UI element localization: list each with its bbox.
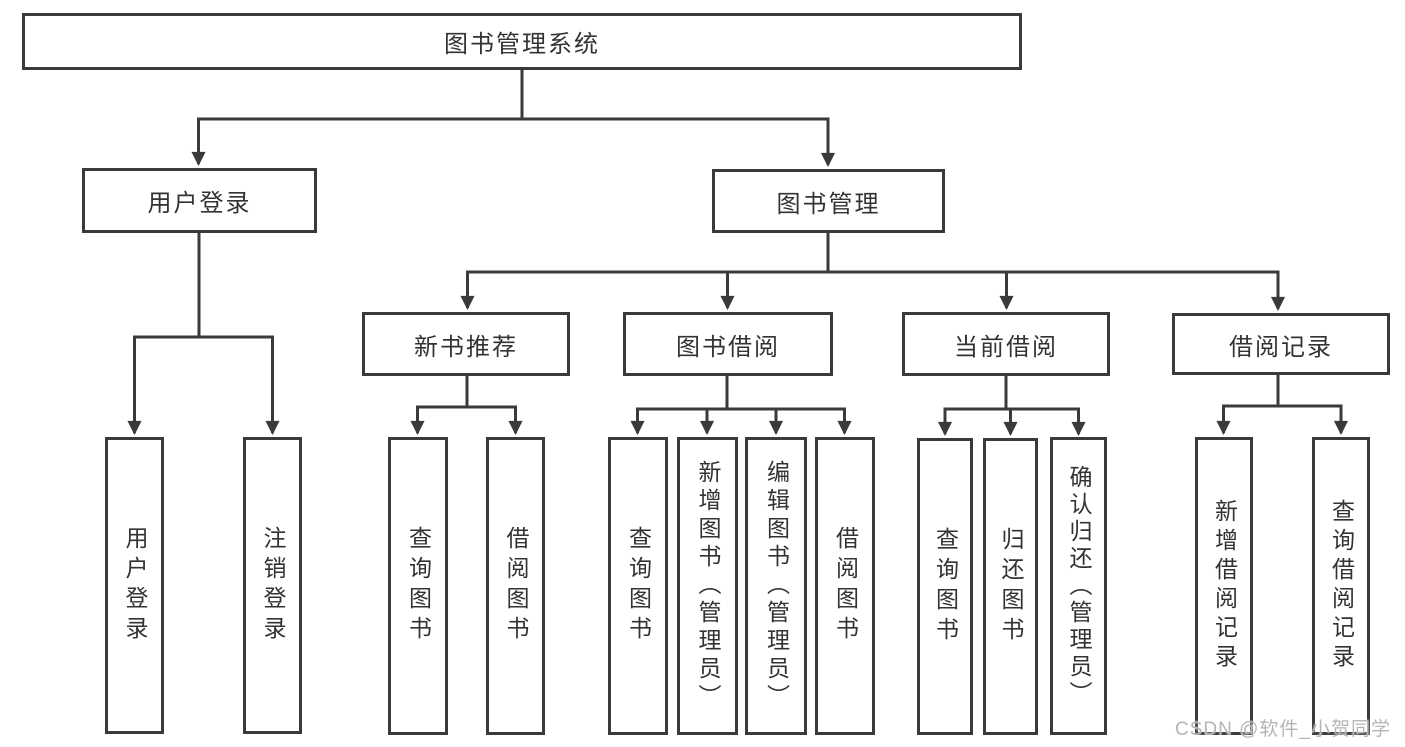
leaf-edit-books-admin: 编辑图书（管理员） <box>745 437 807 735</box>
leaf-add-books-admin: 新增图书（管理员） <box>677 437 738 735</box>
leaf-rec-query-books: 查询图书 <box>388 437 448 735</box>
node-book-management: 图书管理 <box>712 169 945 233</box>
node-borrow-record: 借阅记录 <box>1172 313 1390 375</box>
node-book-borrow: 图书借阅 <box>623 312 833 376</box>
node-user-login: 用户登录 <box>82 168 317 233</box>
leaf-confirm-return-admin: 确认归还（管理员） <box>1050 437 1107 735</box>
leaf-return-books: 归还图书 <box>983 438 1038 735</box>
leaf-borrow-books: 借阅图书 <box>815 437 875 735</box>
leaf-add-borrow-record: 新增借阅记录 <box>1195 437 1253 735</box>
leaf-current-query-books: 查询图书 <box>917 438 973 735</box>
leaf-rec-borrow-books: 借阅图书 <box>486 437 545 735</box>
leaf-borrow-query-books: 查询图书 <box>608 437 668 735</box>
csdn-watermark: CSDN @软件_小贺同学 <box>1175 719 1391 740</box>
leaf-query-borrow-record: 查询借阅记录 <box>1312 437 1370 735</box>
leaf-logout: 注销登录 <box>243 437 302 734</box>
leaf-user-login: 用户登录 <box>105 437 164 734</box>
root-node-system: 图书管理系统 <box>22 13 1022 70</box>
node-current-borrow: 当前借阅 <box>902 312 1110 376</box>
node-new-book-recommend: 新书推荐 <box>362 312 570 376</box>
